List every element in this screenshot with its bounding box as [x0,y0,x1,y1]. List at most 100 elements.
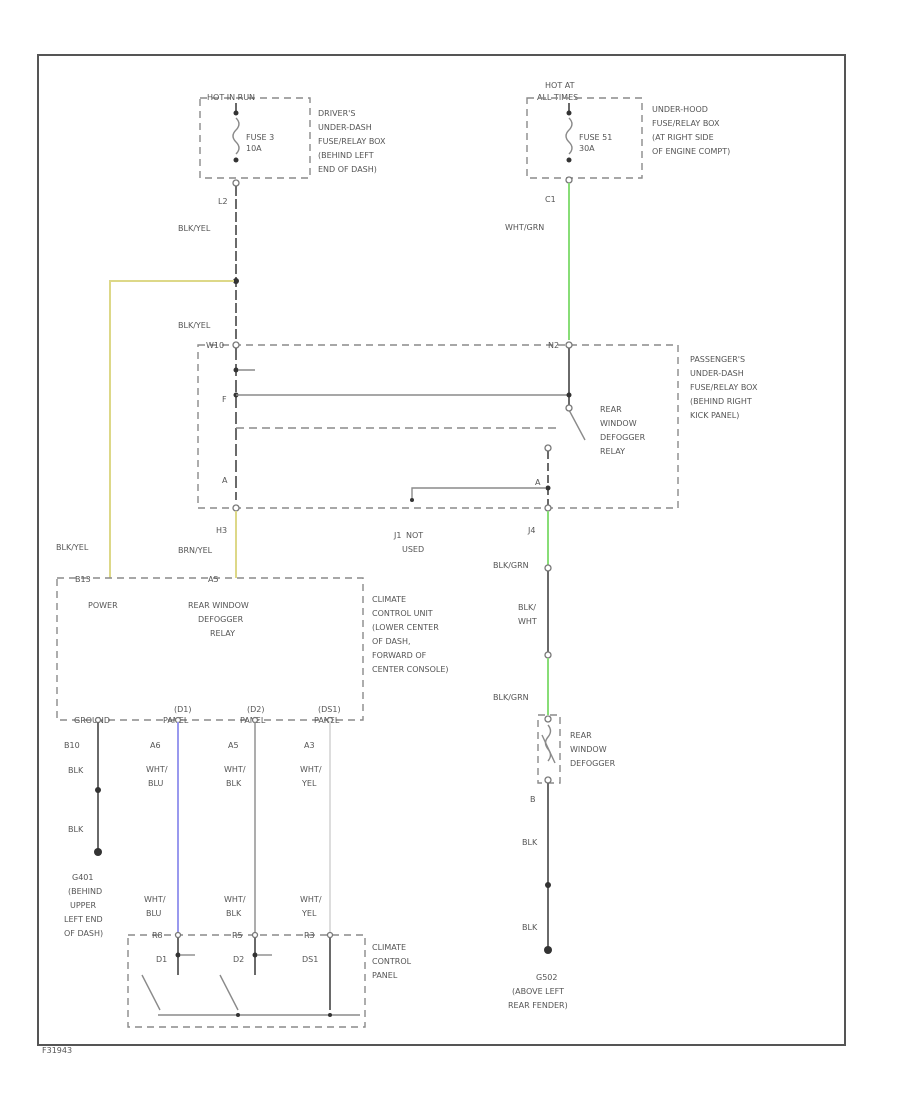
wire-blk-grn-2: BLK/GRN [493,693,529,702]
figure-id: F31943 [42,1046,72,1055]
svg-text:PASSENGER'S: PASSENGER'S [690,355,745,364]
drivers-box-label: DRIVER'S UNDER-DASH FUSE/RELAY BOX (BEHI… [318,109,386,174]
svg-text:(BEHIND RIGHT: (BEHIND RIGHT [690,397,752,406]
fuse-3-label: FUSE 3 [246,133,274,142]
svg-text:CLIMATE: CLIMATE [372,943,406,952]
panel-pin-r5: R5 [232,931,243,940]
ccp-label: CLIMATE CONTROL PANEL [372,943,412,980]
wire-blk-wht: BLK/ WHT [518,603,537,626]
wire-blk-yel-1: BLK/YEL [178,224,211,233]
wire-wht-blu-2: WHT/ BLU [144,895,166,918]
conn-j1: J1 [393,531,401,540]
switch-ds1: DS1 [302,955,318,964]
svg-text:G401: G401 [72,873,93,882]
svg-text:CLIMATE: CLIMATE [372,595,406,604]
ccu-ground-pin: GROUND [74,716,110,725]
wire-wht-blu-1: WHT/ BLU [146,765,168,788]
fuse-51-label: FUSE 51 [579,133,612,142]
svg-text:WHT/: WHT/ [300,895,322,904]
g502-label: G502 (ABOVE LEFT REAR FENDER) [508,973,568,1010]
svg-text:OF DASH,: OF DASH, [372,637,411,646]
svg-text:CONTROL: CONTROL [372,957,412,966]
wire-wht-blk-2: WHT/ BLK [224,895,246,918]
svg-text:BLK/: BLK/ [518,603,536,612]
conn-l2: L2 [218,197,228,206]
fuse-3-amp: 10A [246,144,262,153]
svg-text:WINDOW: WINDOW [570,745,607,754]
wire-wht-yel-1: WHT/ YEL [300,765,322,788]
conn-h3: H3 [216,526,227,535]
pin-b13: B13 [75,575,91,584]
svg-text:BLU: BLU [148,779,164,788]
svg-text:WHT: WHT [518,617,537,626]
panel-pin-r3: R3 [304,931,315,940]
svg-text:RELAY: RELAY [210,629,235,638]
wire-wht-yel-2: WHT/ YEL [300,895,322,918]
svg-text:UNDER-DASH: UNDER-DASH [318,123,372,132]
svg-text:G502: G502 [536,973,557,982]
pin-b: B [530,795,536,804]
passengers-fuse-box [197,344,679,509]
svg-text:(LOWER CENTER: (LOWER CENTER [372,623,439,632]
wire-blk-3: BLK [522,838,538,847]
svg-text:DRIVER'S: DRIVER'S [318,109,355,118]
hot-all-label-1: HOT AT [545,81,575,90]
svg-text:WINDOW: WINDOW [600,419,637,428]
pin-r: A [535,478,541,487]
svg-text:(BEHIND LEFT: (BEHIND LEFT [318,151,374,160]
underhood-fuse-box [526,97,643,179]
svg-text:(BEHIND: (BEHIND [68,887,102,896]
wire-wht-grn: WHT/GRN [505,223,544,232]
sig-d1: (D1) [174,705,192,714]
svg-text:(ABOVE LEFT: (ABOVE LEFT [512,987,564,996]
pin-a6: A6 [150,741,161,750]
ccu-relay-label: REAR WINDOW DEFOGGER RELAY [188,601,249,638]
svg-text:FUSE/RELAY BOX: FUSE/RELAY BOX [652,119,720,128]
wire-blk-yel-3: BLK/YEL [56,543,89,552]
svg-text:CONTROL UNIT: CONTROL UNIT [372,609,433,618]
svg-text:DEFOGGER: DEFOGGER [570,759,616,768]
svg-text:PANEL: PANEL [372,971,398,980]
svg-text:YEL: YEL [301,909,317,918]
not-used-1: NOT [406,531,423,540]
switch-d1: D1 [156,955,167,964]
svg-text:CENTER CONSOLE): CENTER CONSOLE) [372,665,449,674]
hot-run-label: HOT IN RUN [207,93,255,102]
wire-blk-2: BLK [68,825,84,834]
underhood-box-label: UNDER-HOOD FUSE/RELAY BOX (AT RIGHT SIDE… [652,105,730,156]
svg-text:WHT/: WHT/ [224,895,246,904]
power-label: POWER [88,601,118,610]
pin-w10: W10 [206,341,224,350]
svg-text:RELAY: RELAY [600,447,625,456]
pin-b10: B10 [64,741,80,750]
svg-text:UNDER-DASH: UNDER-DASH [690,369,744,378]
svg-text:REAR: REAR [570,731,592,740]
svg-text:BLK: BLK [226,909,242,918]
not-used-2: USED [402,545,424,554]
svg-text:WHT/: WHT/ [224,765,246,774]
svg-text:WHT/: WHT/ [300,765,322,774]
pin-f: F [222,395,227,404]
pin-a5b: A5 [228,741,239,750]
svg-text:REAR FENDER): REAR FENDER) [508,1001,568,1010]
pin-n2: N2 [548,341,559,350]
pin-a: A [222,476,228,485]
climate-control-panel-box [127,934,366,1028]
svg-text:LEFT END: LEFT END [64,915,103,924]
svg-text:BLK: BLK [226,779,242,788]
panel-pin-r8: R8 [152,931,163,940]
svg-text:OF DASH): OF DASH) [64,929,103,938]
svg-text:WHT/: WHT/ [146,765,168,774]
conn-c1: C1 [545,195,556,204]
sig-ds1: (DS1) [318,705,341,714]
svg-text:REAR WINDOW: REAR WINDOW [188,601,249,610]
wire-blk-4: BLK [522,923,538,932]
wire-blk-1: BLK [68,766,84,775]
diagram-border [37,54,846,1046]
svg-text:(AT RIGHT SIDE: (AT RIGHT SIDE [652,133,714,142]
relay-label: REAR WINDOW DEFOGGER RELAY [600,405,646,456]
wire-blk-yel-2: BLK/YEL [178,321,211,330]
svg-text:END OF DASH): END OF DASH) [318,165,377,174]
drivers-fuse-box [199,97,311,179]
defogger-label: REAR WINDOW DEFOGGER [570,731,616,768]
